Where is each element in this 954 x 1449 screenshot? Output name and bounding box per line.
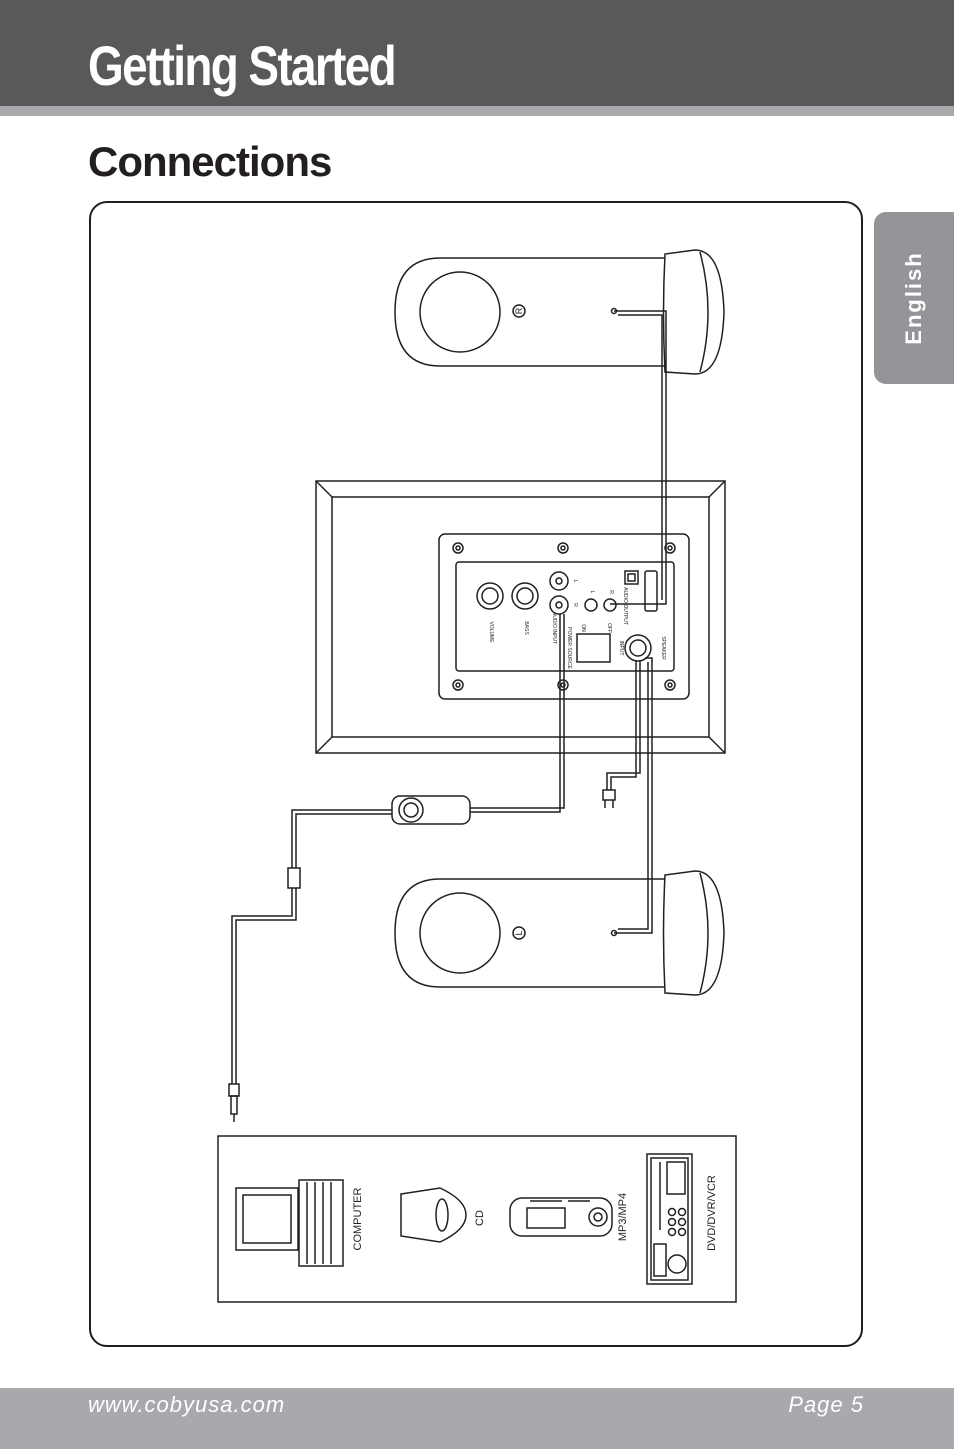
power-on-label: ON [580, 624, 586, 632]
cd-icon [400, 1187, 467, 1243]
speaker-right-label: R [514, 307, 524, 314]
audio-output-label: AUDIO OUTPUT [622, 587, 628, 625]
speaker-left [394, 870, 725, 996]
sources-box [217, 1135, 737, 1303]
output-r-label: R [608, 590, 614, 594]
mp3-label: MP3/MP4 [617, 1193, 629, 1241]
language-tab[interactable]: English [874, 212, 954, 384]
power-off-label: OFF [606, 623, 612, 633]
page-number: Page 5 [788, 1392, 864, 1417]
computer-icon [235, 1179, 344, 1267]
power-source-label: POWER SOURCE [566, 627, 572, 669]
dvd-player-icon [646, 1153, 693, 1285]
cable-power [602, 661, 641, 808]
speaker-left-label: L [514, 930, 524, 935]
volume-label: VOLUME [488, 621, 494, 643]
cd-label: CD [474, 1210, 486, 1226]
dvd-label: DVD/DVR/VCR [706, 1175, 718, 1251]
computer-label: COMPUTER [352, 1187, 364, 1250]
cable-left-speaker [614, 657, 653, 934]
speaker-right [394, 249, 725, 375]
header-title: Getting Started [88, 34, 397, 97]
diagram-frame [89, 201, 863, 1347]
bass-label: BASS [523, 621, 529, 635]
output-l-label: L [589, 591, 595, 594]
cable-right-speaker [610, 310, 667, 605]
subwoofer [315, 480, 726, 754]
mp3-player-icon [509, 1197, 613, 1237]
speaker-jack-label: SPEAKER [660, 636, 666, 660]
cable-audio-input [228, 614, 565, 1122]
header-stripe [0, 106, 954, 116]
input-r-label: R [572, 603, 578, 607]
audio-input-label: AUDIO INPUT [551, 612, 557, 644]
footer-band [0, 1388, 954, 1449]
input-jack-label: INPUT [618, 641, 624, 656]
footer-url[interactable]: www.cobyusa.com [88, 1392, 286, 1417]
section-title: Connections [88, 138, 332, 185]
header-band [0, 0, 954, 106]
input-l-label: L [572, 580, 578, 583]
